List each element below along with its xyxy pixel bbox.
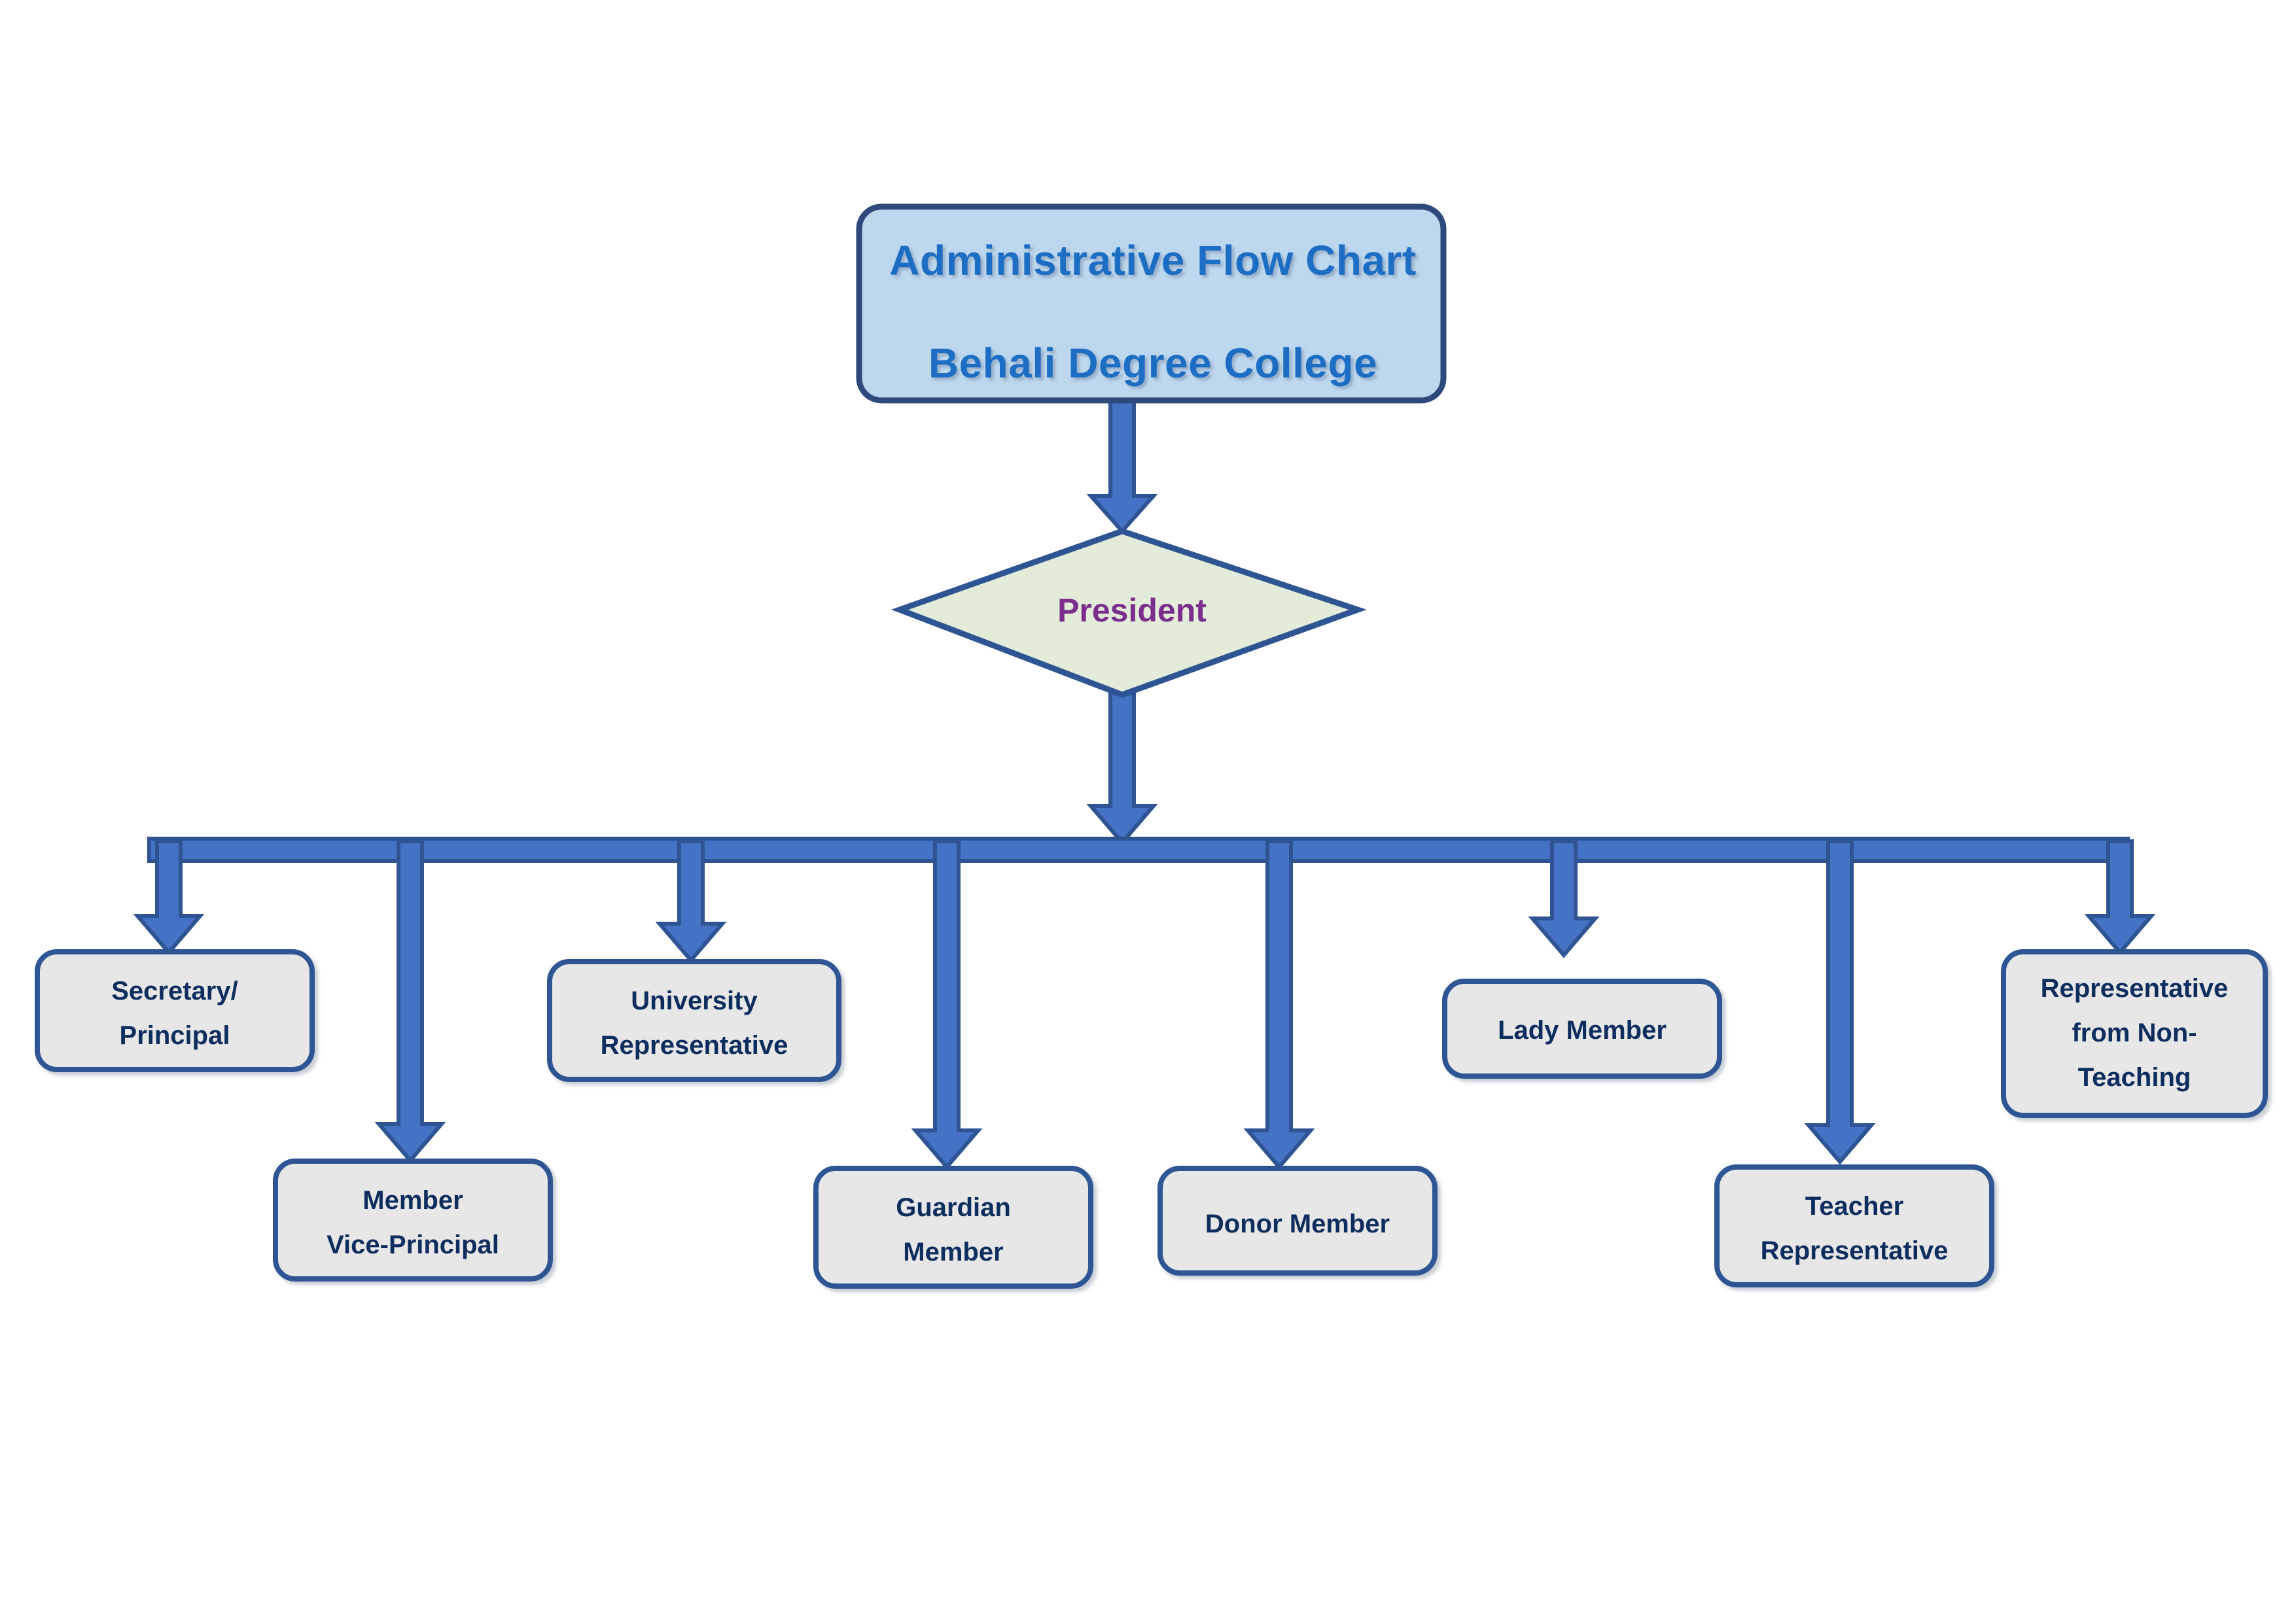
connector-to-representative-non-teaching [2084, 839, 2156, 956]
node-donor-member-line-1: Donor Member [1205, 1210, 1390, 1238]
president-node: President [891, 528, 1367, 698]
connector-title-to-president [1086, 396, 1158, 534]
node-teacher-representative-line-1: Teacher [1805, 1192, 1903, 1221]
distribution-bar [147, 837, 2130, 863]
connector-to-university-representative [655, 839, 727, 964]
node-lady-member-shape [1442, 979, 1722, 1079]
node-secretary-principal-line-2: Principal [120, 1021, 230, 1050]
node-member-vice-principal: Member Vice-Principal [273, 1159, 553, 1282]
node-university-representative-line-2: Representative [601, 1031, 788, 1060]
connector-group [133, 396, 2156, 1170]
node-member-vice-principal-shape [273, 1159, 553, 1282]
title-line-2: Behali Degree College [928, 340, 1377, 387]
node-guardian-member: Guardian Member [813, 1166, 1093, 1289]
president-diamond-shape [891, 528, 1367, 698]
node-guardian-member-line-2: Member [903, 1238, 1003, 1266]
node-lady-member: Lady Member [1442, 979, 1722, 1079]
title-box-shape [856, 203, 1447, 404]
node-donor-member-shape [1157, 1166, 1438, 1276]
node-secretary-principal: Secretary/ Principal [35, 949, 315, 1072]
node-donor-member: Donor Member [1157, 1166, 1438, 1276]
node-university-representative-shape [547, 959, 841, 1082]
connector-to-guardian-member [911, 839, 983, 1170]
title-line-1: Administrative Flow Chart [889, 237, 1417, 284]
connector-to-secretary-principal [133, 839, 205, 956]
connector-to-member-vice-principal [374, 839, 446, 1164]
node-guardian-member-shape [813, 1166, 1093, 1289]
node-member-vice-principal-line-2: Vice-Principal [327, 1230, 499, 1259]
node-representative-non-teaching-line-1: Representative [2041, 974, 2229, 1003]
node-teacher-representative: Teacher Representative [1714, 1164, 1994, 1287]
node-representative-non-teaching: Representative from Non- Teaching [2001, 949, 2268, 1118]
node-university-representative-line-1: University [631, 986, 758, 1015]
node-lady-member-line-1: Lady Member [1498, 1016, 1667, 1045]
node-representative-non-teaching-shape [2001, 949, 2268, 1118]
connector-to-donor-member [1243, 839, 1315, 1170]
president-label: President [1057, 592, 1207, 629]
node-secretary-principal-shape [35, 949, 315, 1072]
node-secretary-principal-line-1: Secretary/ [111, 977, 238, 1005]
connector-to-lady-member [1528, 839, 1600, 958]
node-teacher-representative-line-2: Representative [1761, 1236, 1949, 1265]
node-representative-non-teaching-line-3: Teaching [2078, 1063, 2191, 1092]
title-box: Administrative Flow Chart Behali Degree … [856, 203, 1447, 404]
node-representative-non-teaching-line-2: from Non- [2072, 1019, 2197, 1047]
node-teacher-representative-shape [1714, 1164, 1994, 1287]
node-member-vice-principal-line-1: Member [362, 1186, 463, 1215]
connector-to-teacher-representative [1804, 839, 1876, 1165]
node-university-representative: University Representative [547, 959, 841, 1082]
node-guardian-member-line-1: Guardian [896, 1193, 1011, 1222]
connector-president-to-bar [1086, 691, 1158, 846]
